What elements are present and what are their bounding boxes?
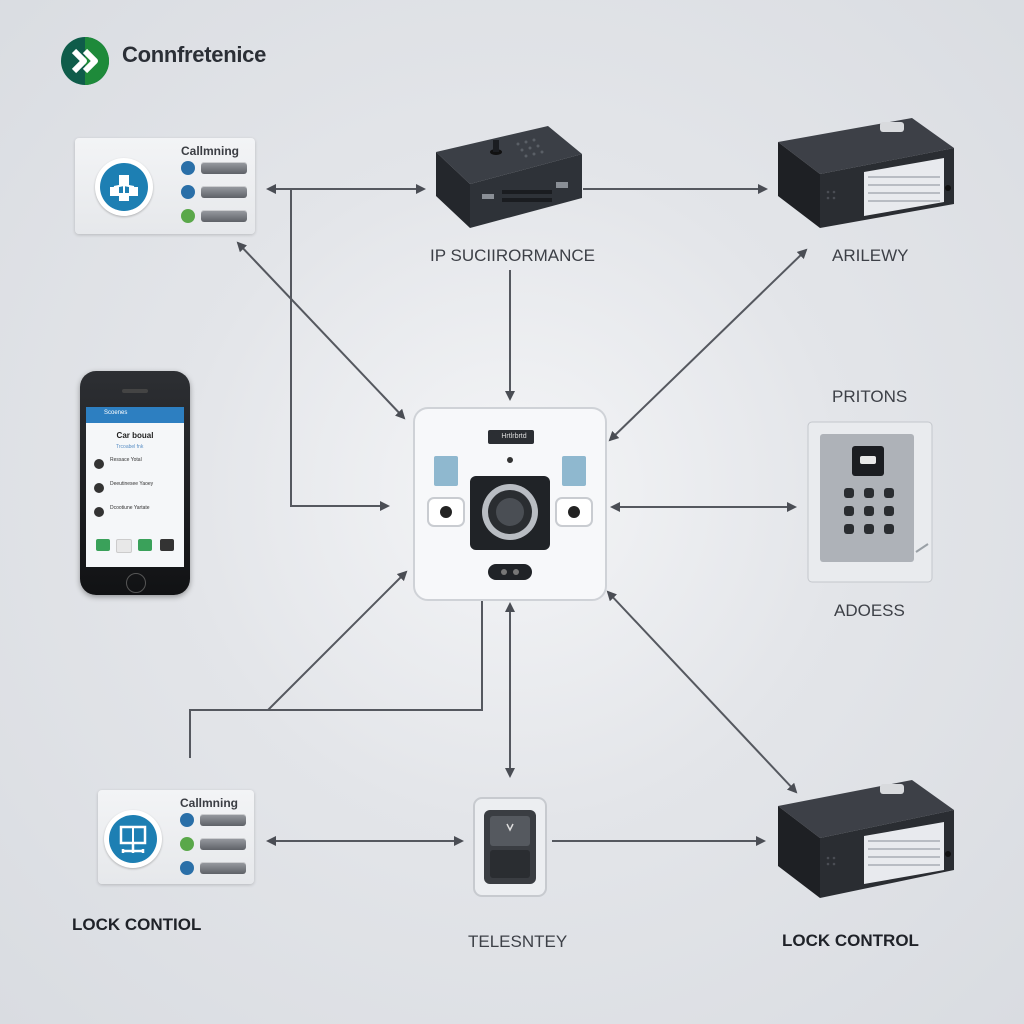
logo-text: Connfretenice: [122, 42, 267, 67]
app-tile-icon[interactable]: [96, 539, 110, 551]
link-lower-card-to-hub-elbow: [189, 570, 408, 758]
slider-control[interactable]: [200, 862, 246, 874]
mobile-app-phone[interactable]: Scoenes Car boual Trcoabel fnk Ressace Y…: [80, 371, 190, 595]
sensor-switch-icon: [473, 797, 547, 897]
slider-control[interactable]: [201, 186, 247, 198]
status-dot-icon: [181, 209, 195, 223]
computer-network-icon: [104, 810, 162, 868]
calling-control-card-top[interactable]: Callmning: [75, 138, 255, 234]
phone-app-subtitle: Trcoabel fnk: [116, 444, 144, 450]
status-dot-icon: [180, 861, 194, 875]
app-tile-icon[interactable]: [116, 539, 132, 553]
card-title: Callmning: [180, 796, 239, 810]
link-hub-horizontal-drop: [268, 600, 483, 711]
status-dot-icon: [181, 185, 195, 199]
label-lock-control-right: LOCK CONTROL: [782, 931, 919, 950]
telemetry-sensor[interactable]: [472, 796, 548, 898]
app-tile-icon[interactable]: [160, 539, 174, 551]
phone-app-header: Scoenes: [86, 407, 184, 423]
link-hub-to-lock-box: [606, 590, 798, 794]
logo-mark: [60, 36, 110, 86]
card-title: Callmning: [181, 144, 240, 158]
link-card-diagonal-to-hub: [236, 241, 406, 420]
keypad-device-icon: [807, 421, 933, 583]
lock-box-icon: [778, 780, 954, 898]
phone-screen[interactable]: Scoenes Car boual Trcoabel fnk Ressace Y…: [86, 407, 184, 567]
link-gateway-to-hub: [608, 248, 808, 442]
lock-icon: [94, 507, 104, 517]
status-dot-icon: [181, 161, 195, 175]
label-adoess: ADOESS: [834, 601, 905, 620]
link-card-to-hub-elbow: [290, 189, 390, 511]
label-arilewy: ARILEWY: [832, 246, 909, 265]
network-hub-icon: [95, 158, 153, 216]
gateway-device[interactable]: [772, 112, 960, 234]
lock-control-box[interactable]: [772, 772, 960, 904]
hub-device-icon: [413, 407, 607, 601]
slider-control[interactable]: [201, 162, 247, 174]
ip-surveillance-recorder[interactable]: [430, 118, 590, 236]
hub-badge: Hrtlrbrtd: [501, 433, 527, 440]
status-dot-icon: [180, 837, 194, 851]
phone-list-item[interactable]: Deeutinesee Yaoey: [94, 481, 178, 497]
calling-control-card-bottom[interactable]: Callmning: [98, 790, 254, 884]
phone-header-label: Scoenes: [104, 410, 128, 416]
slider-control[interactable]: [200, 814, 246, 826]
central-hub-panel[interactable]: Hrtlrbrtd: [412, 406, 608, 602]
phone-list-item[interactable]: Ressace Yotal: [94, 457, 178, 473]
access-keypad[interactable]: [806, 420, 934, 584]
phone-list-item-label: Dcootiune Yartate: [110, 505, 150, 511]
phone-app-title: Car boual: [116, 431, 154, 440]
label-ip-surveillance: IP SUCIIRORMANCE: [430, 246, 595, 265]
lock-icon: [94, 483, 104, 493]
chevron-logo-icon: [61, 37, 109, 85]
phone-speaker: [122, 389, 148, 393]
phone-list-item[interactable]: Dcootiune Yartate: [94, 505, 178, 521]
slider-control[interactable]: [201, 210, 247, 222]
app-tile-icon[interactable]: [138, 539, 152, 551]
phone-home-button[interactable]: [126, 573, 146, 593]
label-pritons: PRITONS: [832, 387, 908, 406]
lock-icon: [94, 459, 104, 469]
phone-list-item-label: Ressace Yotal: [110, 457, 142, 463]
gateway-box-icon: [778, 118, 954, 228]
status-dot-icon: [180, 813, 194, 827]
phone-list-item-label: Deeutinesee Yaoey: [110, 481, 154, 487]
label-lock-control-left: LOCK CONTIOL: [72, 915, 202, 934]
label-telesntey: TELESNTEY: [468, 932, 568, 951]
recorder-device-icon: [436, 126, 582, 228]
slider-control[interactable]: [200, 838, 246, 850]
